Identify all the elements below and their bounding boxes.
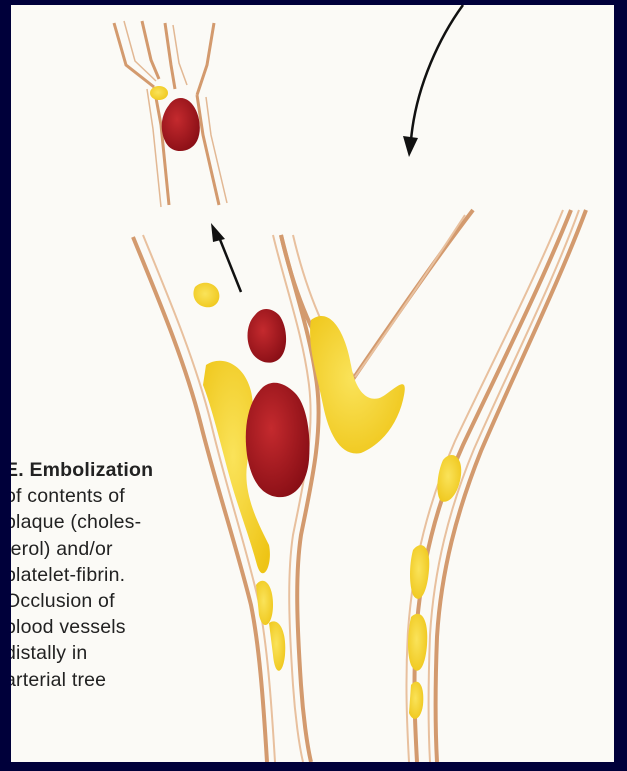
- plaque-deposits: [203, 316, 461, 719]
- caption-line: blood vessels: [11, 614, 205, 640]
- right-vessel-wall: [406, 210, 586, 762]
- thrombus-on-plaque: [246, 383, 310, 497]
- detached-embolus: [248, 309, 287, 363]
- cholesterol-embolus: [193, 283, 219, 308]
- middle-v-wall: [281, 210, 473, 385]
- upward-arrow: [211, 223, 241, 292]
- curved-arrow: [403, 5, 463, 157]
- caption-line: platelet-fibrin.: [11, 562, 205, 588]
- caption-line: distally in: [11, 640, 205, 666]
- inset-lodged-embolus: [162, 98, 200, 151]
- caption-line: of contents of: [11, 483, 205, 509]
- inset-plaque: [150, 86, 168, 100]
- caption-line: E. Embolization: [11, 457, 205, 483]
- caption-line: arterial tree: [11, 667, 205, 693]
- caption-line: terol) and/or: [11, 536, 205, 562]
- figure-caption: E. Embolization of contents of plaque (c…: [11, 457, 205, 693]
- caption-line: plaque (choles-: [11, 509, 205, 535]
- caption-line: Occlusion of: [11, 588, 205, 614]
- illustration-panel: E. Embolization of contents of plaque (c…: [11, 5, 614, 762]
